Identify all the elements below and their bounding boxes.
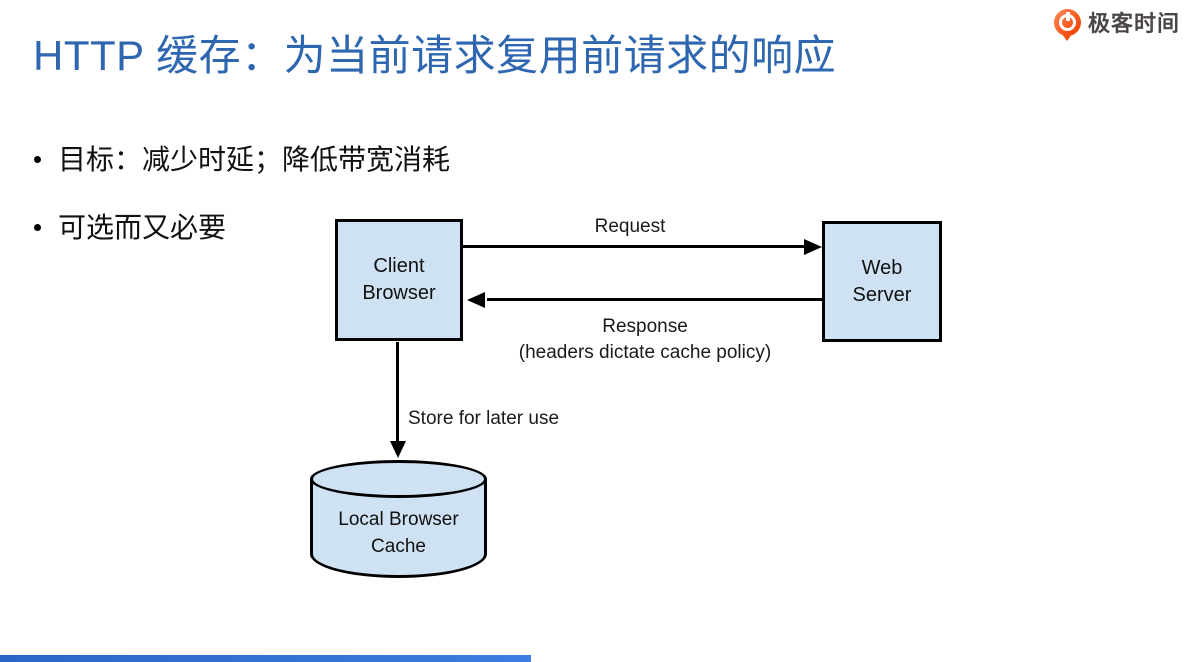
brand-name: 极客时间 <box>1088 11 1181 36</box>
footer-accent-bar <box>0 655 531 662</box>
bullet-dot <box>34 224 41 231</box>
store-label: Store for later use <box>408 408 560 429</box>
response-sublabel: (headers dictate cache policy) <box>518 342 772 363</box>
bullet-text: 可选而又必要 <box>58 212 227 243</box>
response-label: Response <box>602 316 688 337</box>
bullet-item-goal: 目标：减少时延；降低带宽消耗 <box>34 142 450 177</box>
request-label: Request <box>594 216 666 237</box>
node-label: Local Browser <box>338 509 459 530</box>
cache-node-label: Local Browser Cache <box>310 507 487 560</box>
geektime-logo-icon <box>1054 8 1081 41</box>
diagram-node-web-server: Web Server <box>822 221 942 342</box>
brand-logo: 极客时间 <box>1054 6 1181 41</box>
store-arrow-line <box>396 342 399 442</box>
node-label: Server <box>852 283 912 306</box>
node-label: Client <box>373 255 425 277</box>
logo-tail <box>1062 33 1072 41</box>
request-arrowhead-icon <box>804 239 822 255</box>
cache-cylinder-top <box>310 460 487 498</box>
response-arrowhead-icon <box>467 292 485 308</box>
node-label: Web <box>861 256 903 279</box>
store-arrowhead-icon <box>390 441 406 458</box>
bullet-item-optional: 可选而又必要 <box>34 210 226 245</box>
request-arrow-line <box>463 245 805 248</box>
bullet-text: 目标：减少时延；降低带宽消耗 <box>58 144 451 175</box>
page-title: HTTP 缓存：为当前请求复用前请求的响应 <box>33 32 837 79</box>
bullet-dot <box>34 156 41 163</box>
node-label: Cache <box>371 535 426 557</box>
response-arrow-line <box>487 298 822 301</box>
node-label: Browser <box>362 282 436 304</box>
diagram-node-client-browser: Client Browser <box>335 219 463 341</box>
logo-tick <box>1066 11 1070 21</box>
